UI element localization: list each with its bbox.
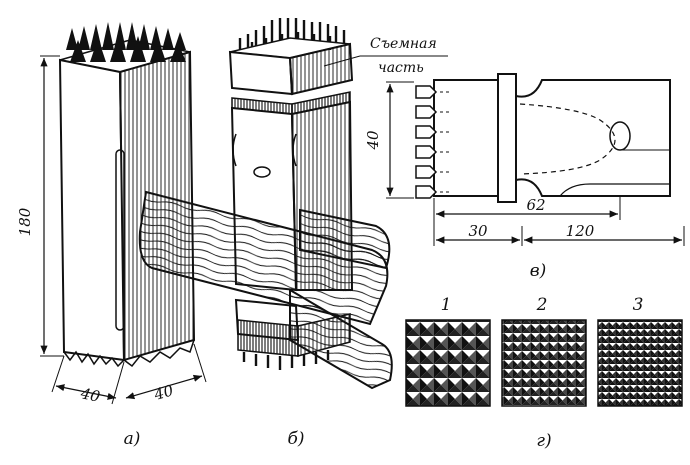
pattern-1-swatch	[405, 319, 491, 407]
dim-40-left-label: 40	[78, 384, 102, 406]
pattern-2-swatch	[501, 319, 587, 407]
dim-40-right-label: 40	[151, 381, 176, 404]
pattern-1-label: 1	[441, 295, 452, 315]
removable-part-callout: Съемная часть	[323, 36, 448, 76]
pattern-3-swatch	[597, 319, 683, 407]
dimension-62: 62	[433, 196, 621, 246]
hammer-a-teeth	[66, 22, 186, 62]
dim-30-label: 30	[468, 222, 488, 240]
caption-g: г)	[536, 431, 551, 451]
side-view-pins	[415, 85, 438, 199]
caption-v: в)	[530, 261, 547, 281]
pattern-3-label: 3	[633, 295, 644, 315]
dim-40-side-label: 40	[364, 130, 382, 151]
tooth-patterns-g: 1 2 3	[405, 295, 683, 407]
side-view-v	[415, 73, 671, 203]
dim-180-label: 180	[16, 207, 34, 236]
dim-62-label: 62	[526, 196, 545, 214]
wooden-handle	[138, 190, 393, 390]
pattern-2-label: 2	[536, 295, 548, 315]
caption-b: б)	[287, 429, 304, 449]
dimension-30-120: 30 120	[436, 222, 685, 246]
callout-line1: Съемная	[370, 36, 437, 52]
caption-a: а)	[124, 429, 141, 449]
hammer-a	[58, 22, 196, 368]
dimension-40-pair: 40 40	[51, 343, 207, 406]
dimension-40-side: 40	[364, 81, 414, 199]
dimension-180: 180	[16, 55, 64, 357]
callout-line2: часть	[378, 60, 424, 76]
dim-120-label: 120	[566, 222, 595, 240]
